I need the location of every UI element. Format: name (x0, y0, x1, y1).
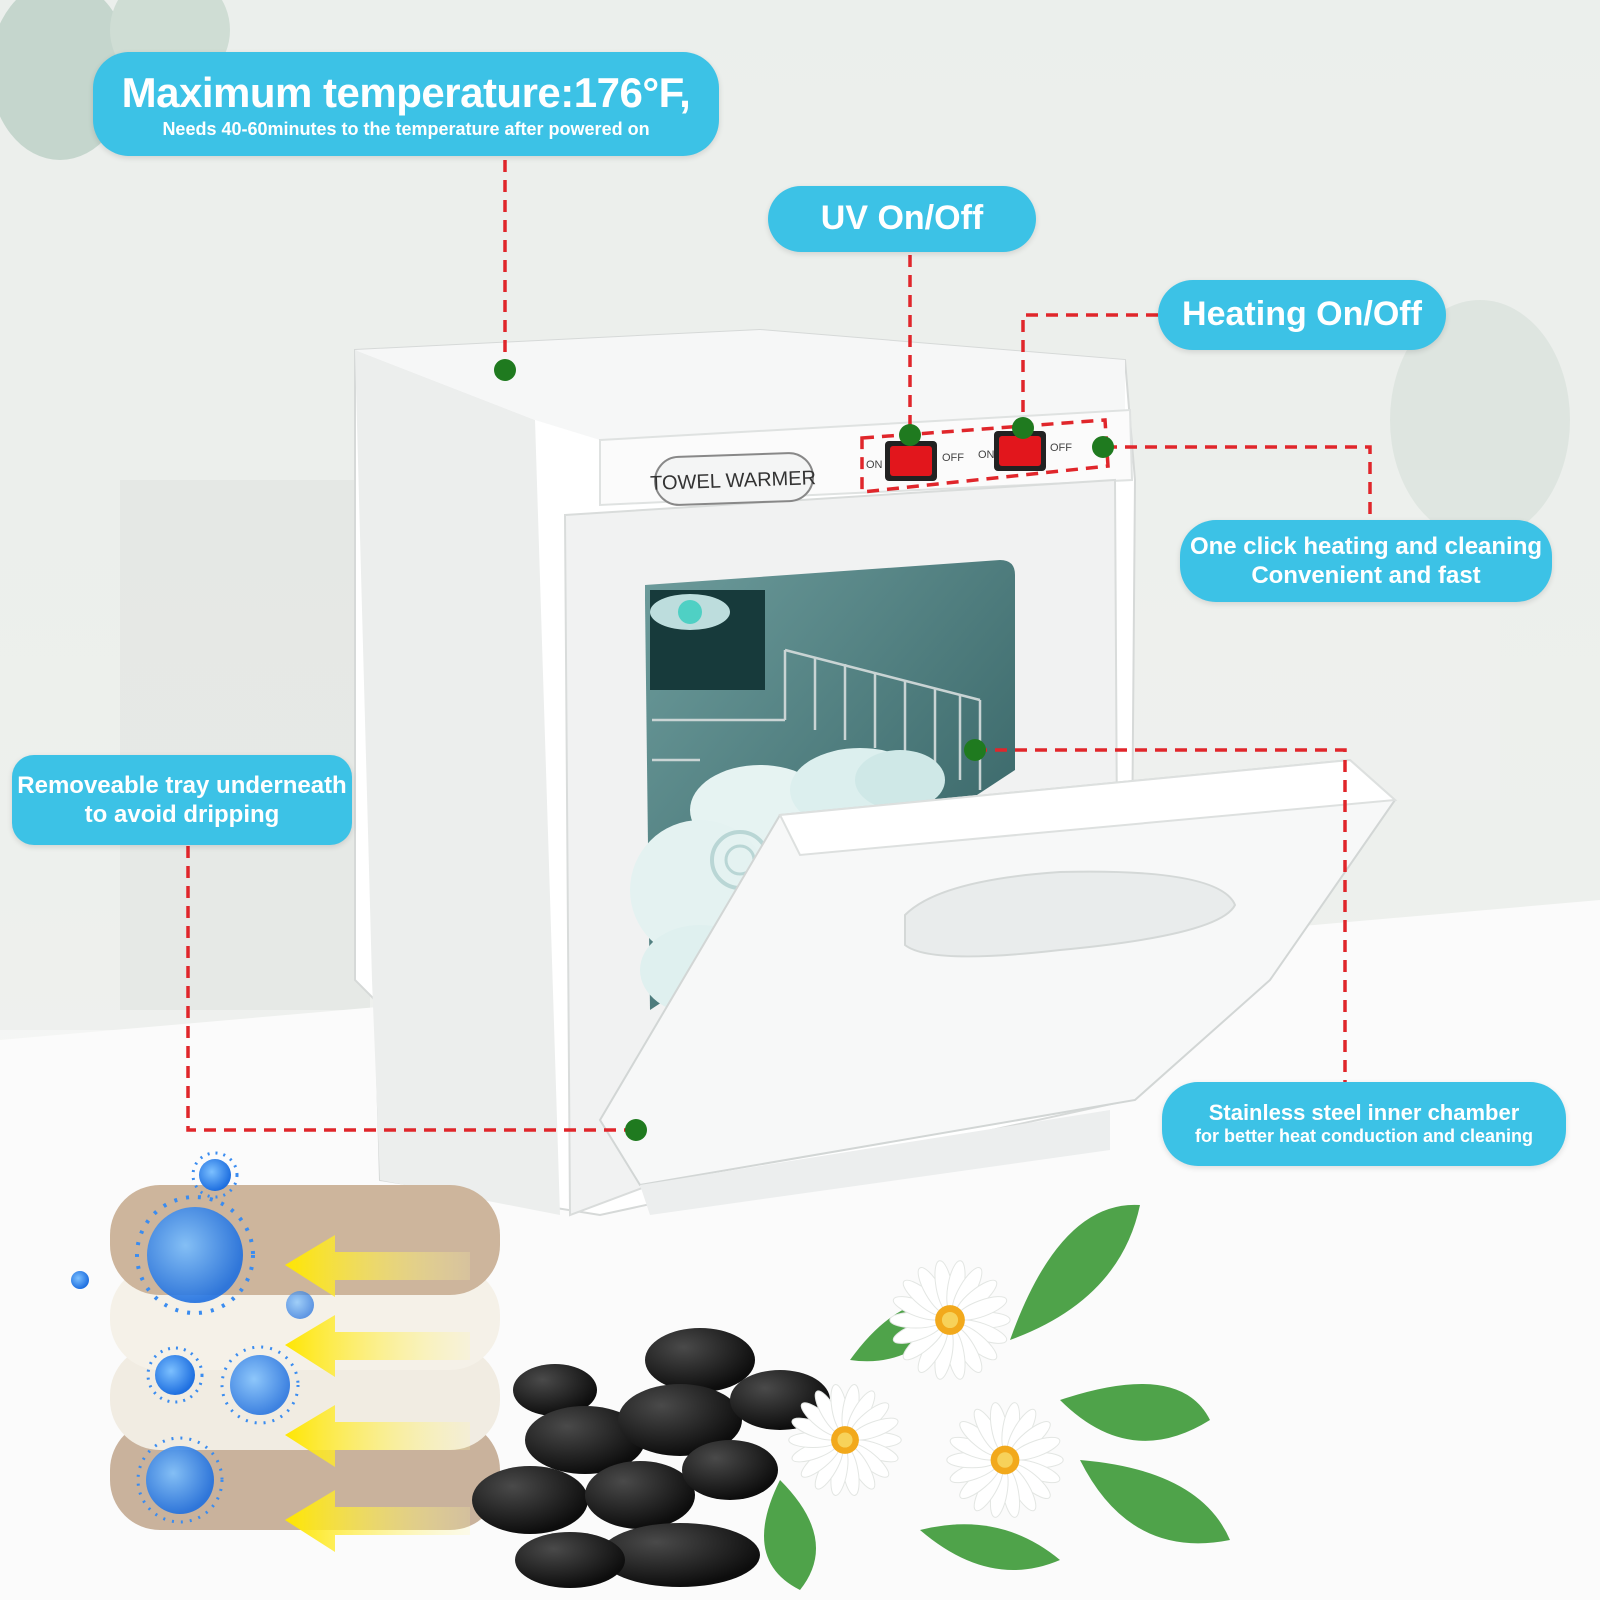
leader-one-click (1105, 445, 1372, 517)
daisy-flower-icon (946, 1402, 1064, 1518)
marker-dots (494, 359, 1114, 1141)
arrows (285, 1235, 470, 1552)
marker-dot (625, 1119, 647, 1141)
daisy-flower-icon (788, 1384, 902, 1496)
drip-tray (640, 1110, 1110, 1215)
max-temperature-title: Maximum temperature:176°F, (121, 69, 691, 117)
arrow-icon (285, 1235, 470, 1297)
tray-callout: Removeable tray underneath to avoid drip… (12, 755, 352, 845)
wire-basket (652, 648, 982, 790)
virus-icon (71, 1271, 89, 1289)
leaf-icon (1010, 1204, 1140, 1340)
one-click-callout: One click heating and cleaning Convenien… (1180, 520, 1552, 602)
leaf-icon (764, 1480, 816, 1590)
one-click-line1: One click heating and cleaning (1189, 532, 1543, 560)
stone-icon (618, 1384, 742, 1456)
stone-icon (585, 1461, 695, 1529)
marker-dot (899, 424, 921, 446)
marker-dot (1092, 436, 1114, 458)
marker-dot (1012, 417, 1034, 439)
door-handle (904, 870, 1237, 958)
daisy-flower-icon (889, 1260, 1011, 1380)
virus-icon (146, 1346, 204, 1404)
stone-icon (600, 1523, 760, 1587)
chamber-line1: Stainless steel inner chamber (1208, 1099, 1520, 1125)
arrow-icon (285, 1315, 470, 1377)
chamber-callout: Stainless steel inner chamber for better… (1162, 1082, 1566, 1166)
stone-icon (525, 1406, 645, 1474)
marker-dot (964, 739, 986, 761)
virus-group (71, 1151, 314, 1524)
virus-icon (135, 1195, 255, 1315)
cabinet-top (355, 330, 1125, 440)
towel-warmer-label-plate (654, 452, 814, 506)
leaf-icon (1060, 1384, 1210, 1441)
towel-warmer-cabinet: TOWEL WARMER ON OFF ON OFF (354, 328, 1398, 1217)
arrow-icon (285, 1490, 470, 1552)
heating-callout-title: Heating On/Off (1182, 295, 1422, 334)
leader-heating (1021, 313, 1158, 425)
leaf-icon (920, 1524, 1060, 1570)
tray-line2: to avoid dripping (84, 801, 280, 828)
virus-icon (191, 1151, 239, 1199)
one-click-line2: Convenient and fast (1251, 562, 1481, 589)
chamber-line2: for better heat conduction and cleaning (1194, 1126, 1534, 1147)
door-top-edge (778, 758, 1398, 857)
uv-lamp-glow (678, 600, 702, 624)
leader-tray (186, 846, 634, 1132)
heating-callout: Heating On/Off (1158, 280, 1446, 350)
virus-icon (286, 1291, 314, 1319)
leader-chamber (975, 748, 1347, 1082)
max-temperature-callout: Maximum temperature:176°F, Needs 40-60mi… (93, 52, 719, 156)
stone-icon (730, 1370, 830, 1430)
heat-switch-off-label: OFF (1050, 442, 1072, 454)
heat-switch-on-label: ON (978, 449, 995, 461)
uv-callout: UV On/Off (768, 186, 1036, 252)
stone-icon (513, 1364, 597, 1416)
uv-rocker-switch[interactable] (890, 446, 932, 476)
hot-stones (472, 1328, 830, 1588)
leader-lines (186, 160, 1372, 1132)
window-blur (120, 480, 370, 1010)
uv-switch-off-label: OFF (942, 452, 964, 464)
daisies (788, 1260, 1064, 1518)
cabinet-left-side (355, 350, 560, 1215)
virus-icon (136, 1436, 224, 1524)
tray-line1: Removeable tray underneath (17, 771, 347, 799)
stone-icon (645, 1328, 755, 1392)
stone-icon (472, 1466, 588, 1534)
marker-dot (494, 359, 516, 381)
uv-callout-title: UV On/Off (820, 199, 984, 238)
max-temperature-subtitle: Needs 40-60minutes to the temperature af… (162, 118, 650, 139)
heat-rocker-switch[interactable] (999, 436, 1041, 466)
stone-icon (515, 1532, 625, 1588)
virus-icon (220, 1345, 300, 1425)
leaf-icon (1080, 1460, 1230, 1544)
uv-switch-on-label: ON (866, 459, 883, 471)
stone-icon (682, 1440, 778, 1500)
arrow-icon (285, 1405, 470, 1467)
